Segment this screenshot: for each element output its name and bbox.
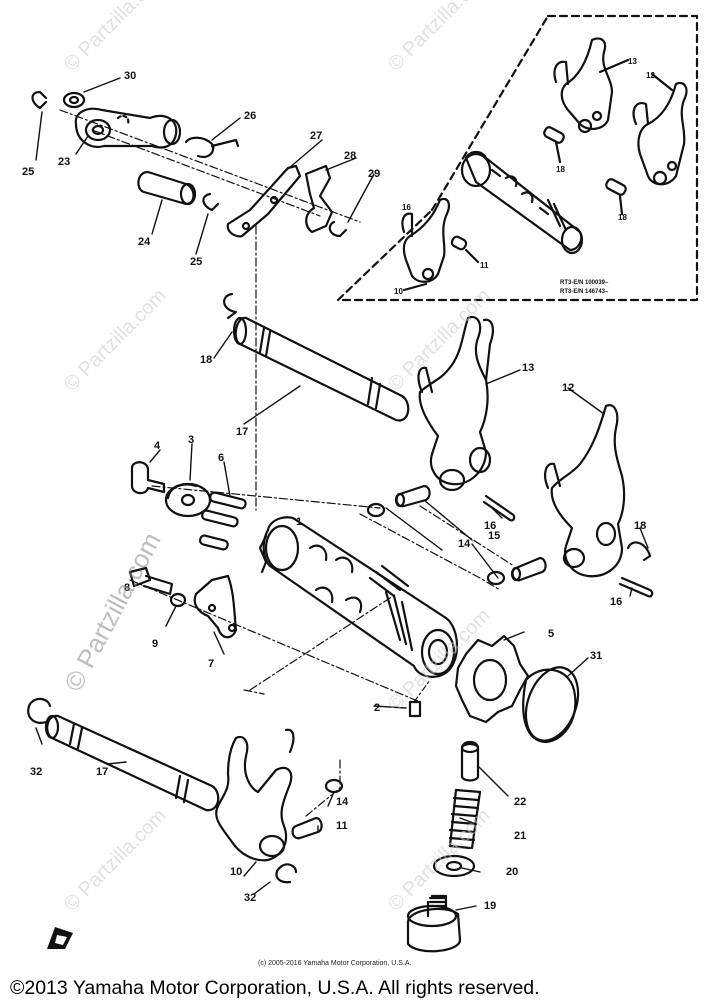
- inset-label-18b: 18: [618, 213, 627, 222]
- label-32a: 32: [30, 766, 43, 778]
- label-23: 23: [58, 156, 71, 168]
- washer-30: [62, 91, 86, 109]
- shift-shaft-17-lower: [44, 714, 220, 812]
- spring-21: [448, 788, 482, 850]
- label-3: 3: [188, 434, 195, 446]
- label-25b: 25: [190, 256, 203, 268]
- shift-fork-12: [544, 404, 626, 578]
- shift-fork-10: [215, 728, 295, 862]
- label-21: 21: [514, 830, 527, 842]
- label-17a: 17: [236, 426, 249, 438]
- shift-arm-23: [74, 107, 182, 149]
- circlip-18a: [223, 292, 238, 320]
- cotter-16a: [482, 494, 516, 522]
- label-28: 28: [344, 150, 357, 162]
- label-4: 4: [154, 440, 161, 452]
- inset-label-16: 16: [402, 203, 411, 212]
- label-12: 12: [562, 382, 575, 394]
- inset-label-12: 12: [646, 71, 655, 80]
- stopper-27: [226, 164, 302, 238]
- label-30: 30: [124, 70, 137, 82]
- label-16a: 16: [484, 520, 497, 532]
- label-17b: 17: [96, 766, 109, 778]
- stopper-22: [460, 740, 480, 782]
- label-8: 8: [124, 582, 131, 594]
- inset-shift-drum: [460, 150, 584, 255]
- inset-fork-13: [553, 37, 614, 134]
- inset-fork-10: [401, 197, 450, 283]
- label-26: 26: [244, 110, 257, 122]
- guide-pin-11: [291, 816, 323, 840]
- stopper-lever-7: [193, 574, 238, 639]
- roller-14a: [366, 502, 386, 518]
- pin-2: [408, 700, 422, 718]
- label-27: 27: [310, 130, 323, 142]
- washer-9: [169, 592, 187, 608]
- stopper-plate-5: [454, 634, 530, 724]
- label-16b: 16: [610, 596, 623, 608]
- washer-20: [432, 854, 476, 878]
- front-arrow-icon: [47, 927, 73, 949]
- footer-copyright: ©2013 Yamaha Motor Corporation, U.S.A. A…: [10, 977, 540, 999]
- circlip-29: [328, 220, 348, 238]
- label-11: 11: [336, 820, 348, 832]
- guide-pin-15a: [394, 484, 431, 508]
- inset-label-10: 10: [394, 287, 403, 296]
- label-22: 22: [514, 796, 527, 808]
- label-5: 5: [548, 628, 555, 640]
- screw-4: [130, 461, 166, 495]
- label-20: 20: [506, 866, 519, 878]
- leader-lines: [35, 77, 649, 911]
- shift-drum-1: [258, 516, 458, 678]
- label-29: 29: [368, 168, 381, 180]
- inset-note-1: RT3-E/N 100039–: [560, 280, 609, 286]
- label-2: 2: [374, 702, 381, 714]
- label-13: 13: [522, 362, 535, 374]
- label-6: 6: [218, 452, 225, 464]
- label-18a: 18: [200, 354, 213, 366]
- shift-shaft-17-upper: [232, 316, 410, 422]
- label-19: 19: [484, 900, 497, 912]
- inset-label-18a: 18: [556, 165, 565, 174]
- label-10: 10: [230, 866, 243, 878]
- cover-31: [522, 666, 580, 744]
- shift-fork-13: [417, 315, 494, 492]
- inset-fork-12: [632, 81, 688, 186]
- circlip-32a: [27, 697, 52, 724]
- label-25a: 25: [22, 166, 35, 178]
- label-24: 24: [138, 236, 151, 248]
- circlip-25a: [31, 90, 48, 110]
- roller-14b: [486, 570, 506, 586]
- label-1: 1: [296, 516, 303, 528]
- circlip-32b: [275, 863, 298, 884]
- label-31: 31: [590, 650, 603, 662]
- bush-26: [184, 136, 215, 158]
- circlip-18b: [626, 541, 652, 562]
- label-15: 15: [488, 530, 501, 542]
- circlip-25b: [202, 192, 220, 212]
- inset-note-2: RT3-E/N 146743–: [560, 289, 609, 295]
- inset-dashed-border: [336, 14, 699, 302]
- plug-19: [406, 894, 462, 953]
- label-14a: 14: [458, 538, 471, 550]
- cotter-16b: [618, 576, 654, 598]
- spring-28: [304, 164, 334, 234]
- guide-pin-15b: [510, 556, 547, 582]
- inset-label-11: 11: [480, 261, 489, 270]
- small-copyright: (c) 2005-2016 Yamaha Motor Corporation, …: [258, 960, 412, 967]
- roller-24: [137, 170, 197, 206]
- inset-label-13: 13: [628, 57, 637, 66]
- label-32b: 32: [244, 892, 257, 904]
- label-7: 7: [208, 658, 215, 670]
- label-18b: 18: [634, 520, 647, 532]
- label-9: 9: [152, 638, 159, 650]
- label-14b: 14: [336, 796, 349, 808]
